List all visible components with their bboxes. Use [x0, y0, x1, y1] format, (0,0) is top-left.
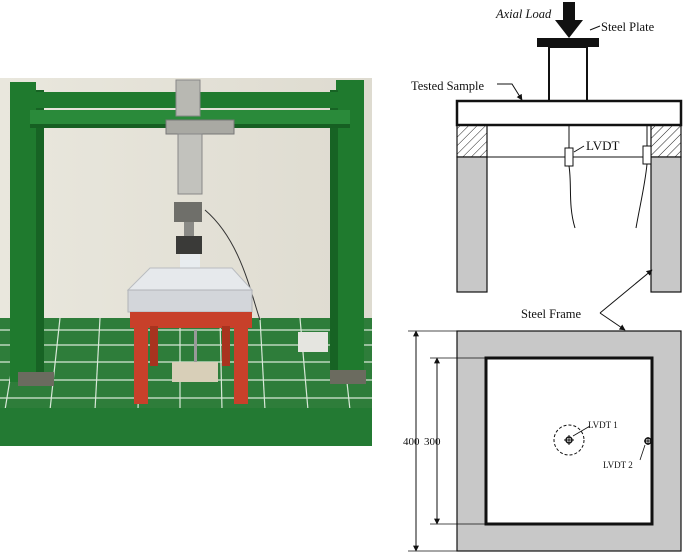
actuator-clamp: [165, 119, 235, 135]
lvdt2-label: LVDT 2: [603, 460, 633, 470]
slab-top: [126, 267, 254, 291]
support-stand: [130, 312, 252, 328]
dim-outer-label: 400: [403, 436, 420, 448]
sensor-cable: [204, 209, 261, 321]
floor-base: [0, 408, 372, 446]
actuator-cylinder: [177, 133, 203, 195]
test-rig-photo: [0, 78, 372, 446]
left-column: [10, 82, 36, 382]
left-frame-leg: [456, 156, 488, 293]
tested-sample-label: Tested Sample: [411, 79, 485, 93]
lvdt-cable-2: [635, 163, 648, 229]
tested-sample-leader: [497, 83, 523, 101]
right-hatched-support: [650, 124, 682, 158]
steel-frame-label: Steel Frame: [521, 307, 582, 321]
axial-load-arrow-head: [555, 20, 583, 38]
lvdt-base: [172, 362, 218, 382]
concrete-slab: [127, 289, 253, 313]
loading-column: [548, 46, 588, 102]
lvdt1-zone: [553, 424, 585, 456]
right-column: [336, 80, 364, 380]
elevation-view: [455, 2, 683, 293]
lvdt1-label: LVDT 1: [588, 420, 618, 430]
tested-sample-slab: [455, 99, 683, 127]
lvdt-cable-1: [568, 165, 576, 229]
dim-inner-label: 300: [424, 436, 441, 448]
steel-frame-leader-2: [599, 312, 626, 331]
right-frame-leg: [650, 156, 682, 293]
actuator-mount: [175, 79, 201, 117]
steel-plate-label: Steel Plate: [601, 20, 655, 34]
axial-load-arrow-shaft: [563, 2, 575, 20]
lvdt-sensor-1: [564, 147, 574, 167]
left-hatched-support: [456, 124, 488, 158]
steel-frame-leader-1: [599, 269, 653, 314]
load-cell: [174, 202, 202, 222]
loading-head: [176, 236, 202, 254]
steel-plate: [537, 38, 599, 47]
lvdt-sensor-2: [642, 145, 652, 165]
axial-load-label: Axial Load: [495, 7, 552, 21]
lvdt-label: LVDT: [586, 138, 620, 153]
plan-view: [408, 269, 682, 552]
